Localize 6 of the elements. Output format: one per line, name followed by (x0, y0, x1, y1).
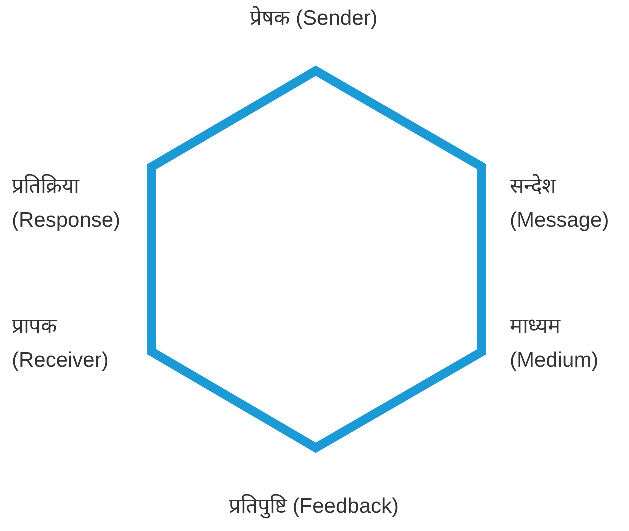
vertex-label: प्रापक (Receiver) (12, 314, 110, 374)
vertex-label: प्रतिपुष्टि (Feedback) (228, 493, 400, 521)
vertex-label: सन्देश (Message) (510, 173, 610, 234)
vertex-label: माध्यम (Medium) (510, 314, 600, 374)
vertex-label: प्रतिक्रिया (Response) (12, 173, 122, 234)
vertex-label: प्रेषक (Sender) (249, 5, 379, 32)
